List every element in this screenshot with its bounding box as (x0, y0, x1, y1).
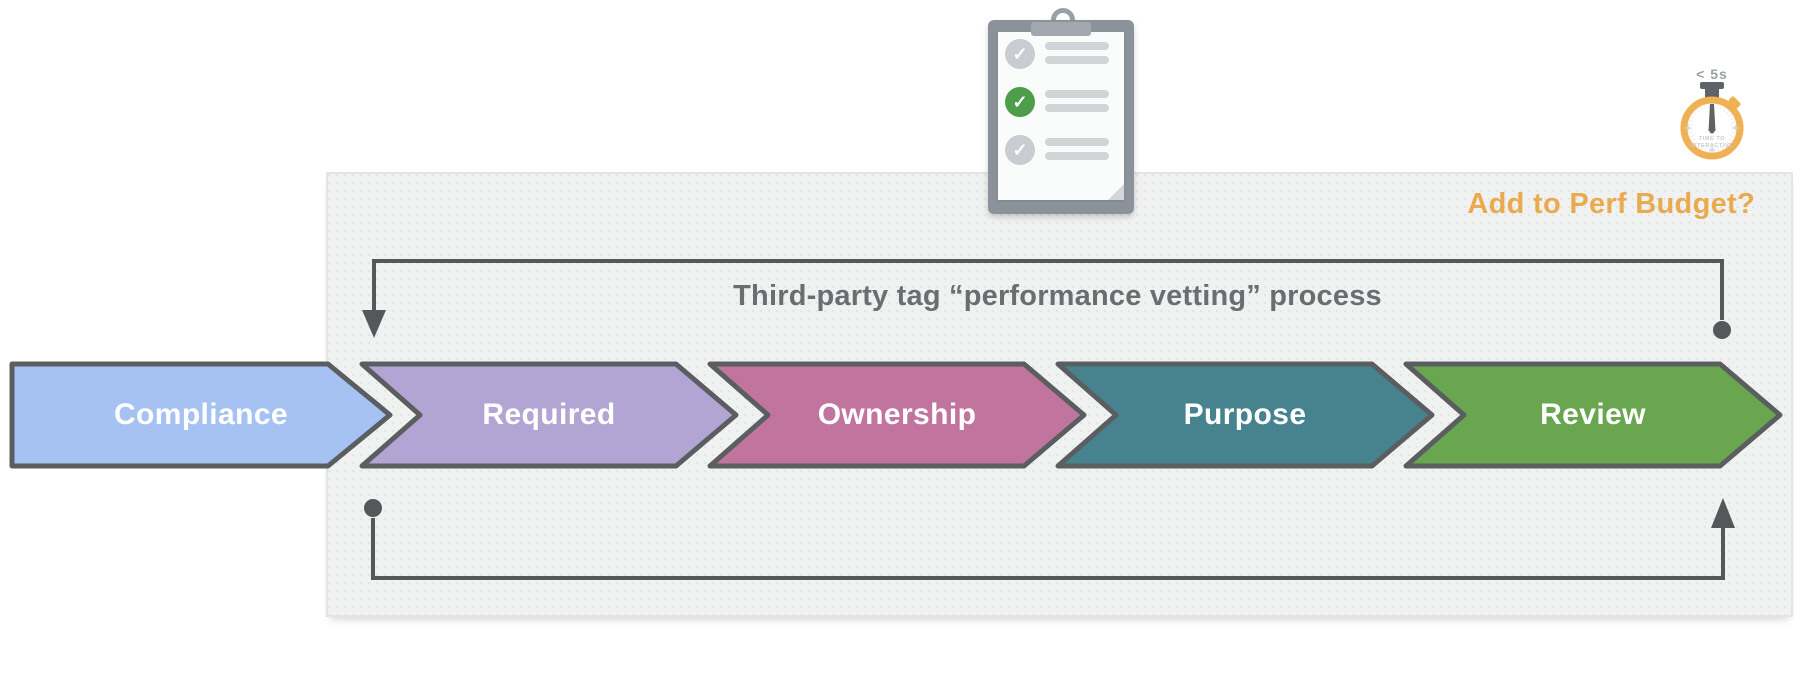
checklist-text-lines (1045, 90, 1109, 118)
checklist-item: ✓ (1005, 39, 1125, 69)
stopwatch-time-label: < 5s (1696, 66, 1728, 82)
check-circle-icon: ✓ (1005, 135, 1035, 165)
checklist-item: ✓ (1005, 135, 1125, 165)
stopwatch-needle (1708, 104, 1716, 131)
up-arrowhead-icon (1711, 498, 1735, 528)
check-circle-icon: ✓ (1005, 87, 1035, 117)
stopwatch-icon: < 5s TIME TO INTERACTIVE (1680, 66, 1744, 160)
clipboard-clip (1031, 22, 1091, 36)
process-steps (9, 361, 1783, 469)
step-review-arrow (1403, 361, 1783, 469)
bottom-loop-connector (364, 498, 1735, 580)
checklist-item: ✓ (1005, 87, 1125, 117)
step-compliance-arrow (9, 361, 393, 469)
step-purpose-arrow (1055, 361, 1435, 469)
step-ownership-arrow (707, 361, 1087, 469)
step-required-arrow (359, 361, 739, 469)
checklist-text-lines (1045, 138, 1109, 166)
stopwatch-face-text-2: INTERACTIVE (1690, 143, 1733, 149)
checklist-text-lines (1045, 42, 1109, 70)
checklist-clipboard-icon: ✓ ✓ ✓ (988, 8, 1134, 214)
face-ticks (1685, 125, 1739, 153)
top-loop-connector (362, 259, 1731, 339)
endpoint-dot (1713, 321, 1731, 339)
check-circle-icon: ✓ (1005, 39, 1035, 69)
diagram-title: Third-party tag “performance vetting” pr… (733, 280, 1382, 312)
stopwatch-face-text-1: TIME TO (1699, 136, 1726, 142)
down-arrowhead-icon (362, 310, 386, 338)
perf-budget-question: Add to Perf Budget? (1467, 188, 1755, 220)
endpoint-dot (364, 499, 382, 517)
